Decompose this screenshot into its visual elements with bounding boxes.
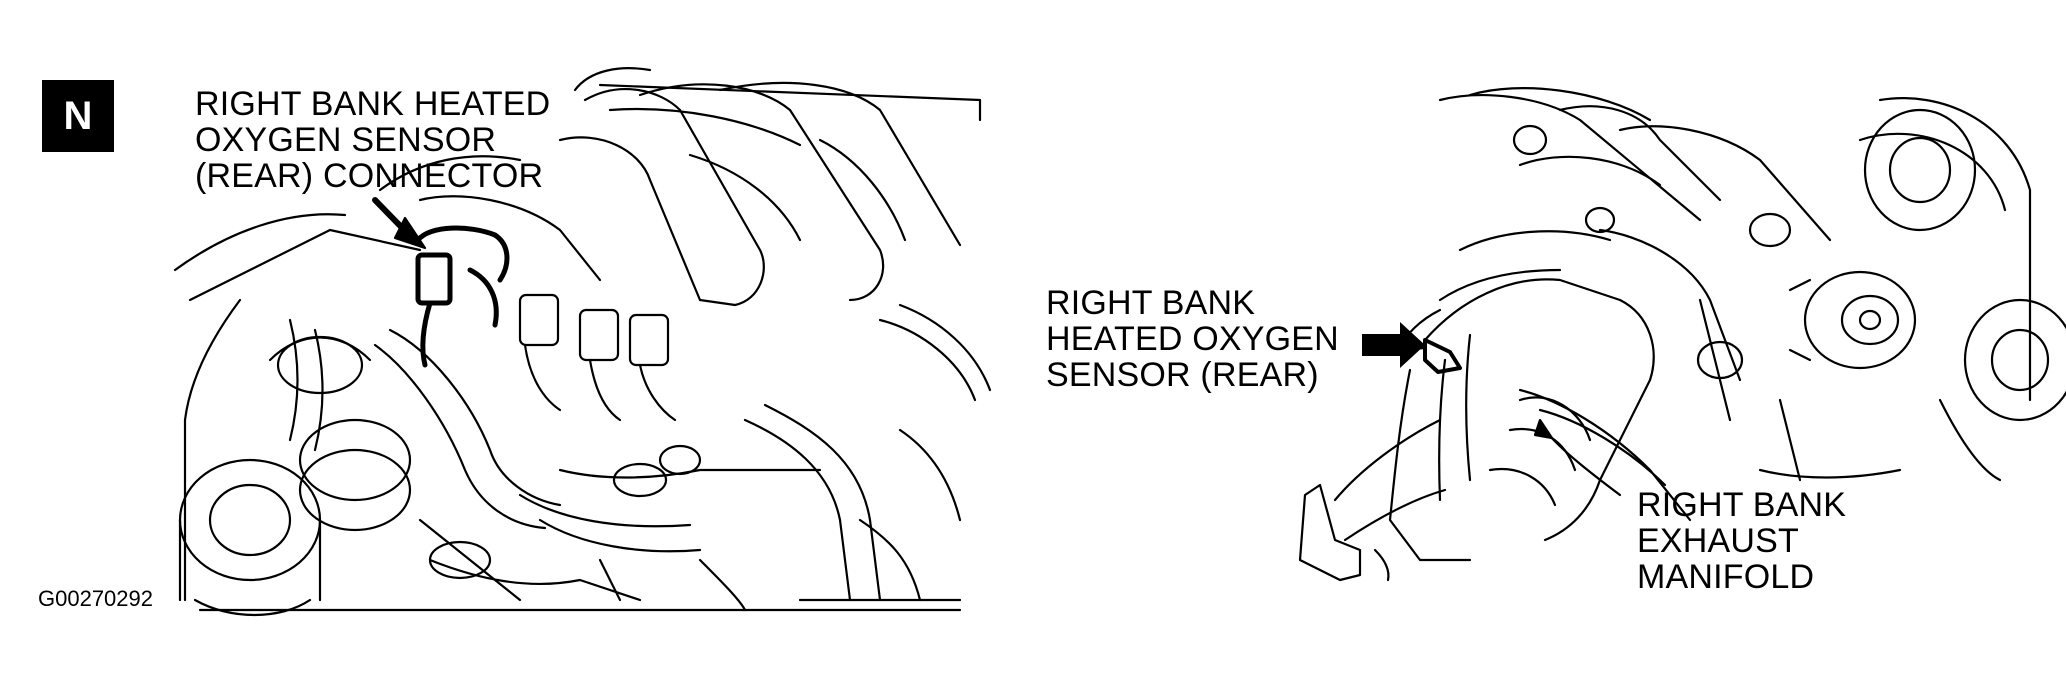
left-engine-lines [173, 67, 992, 617]
figure-id: G00270292 [38, 586, 153, 611]
manifold-label: RIGHT BANK EXHAUST MANIFOLD [1637, 486, 1847, 596]
right-engine-lines [1298, 87, 2066, 582]
section-badge: N [42, 80, 114, 152]
connector-label: RIGHT BANK HEATED OXYGEN SENSOR (REAR) C… [195, 85, 551, 195]
sensor-label: RIGHT BANK HEATED OXYGEN SENSOR (REAR) [1046, 284, 1339, 394]
